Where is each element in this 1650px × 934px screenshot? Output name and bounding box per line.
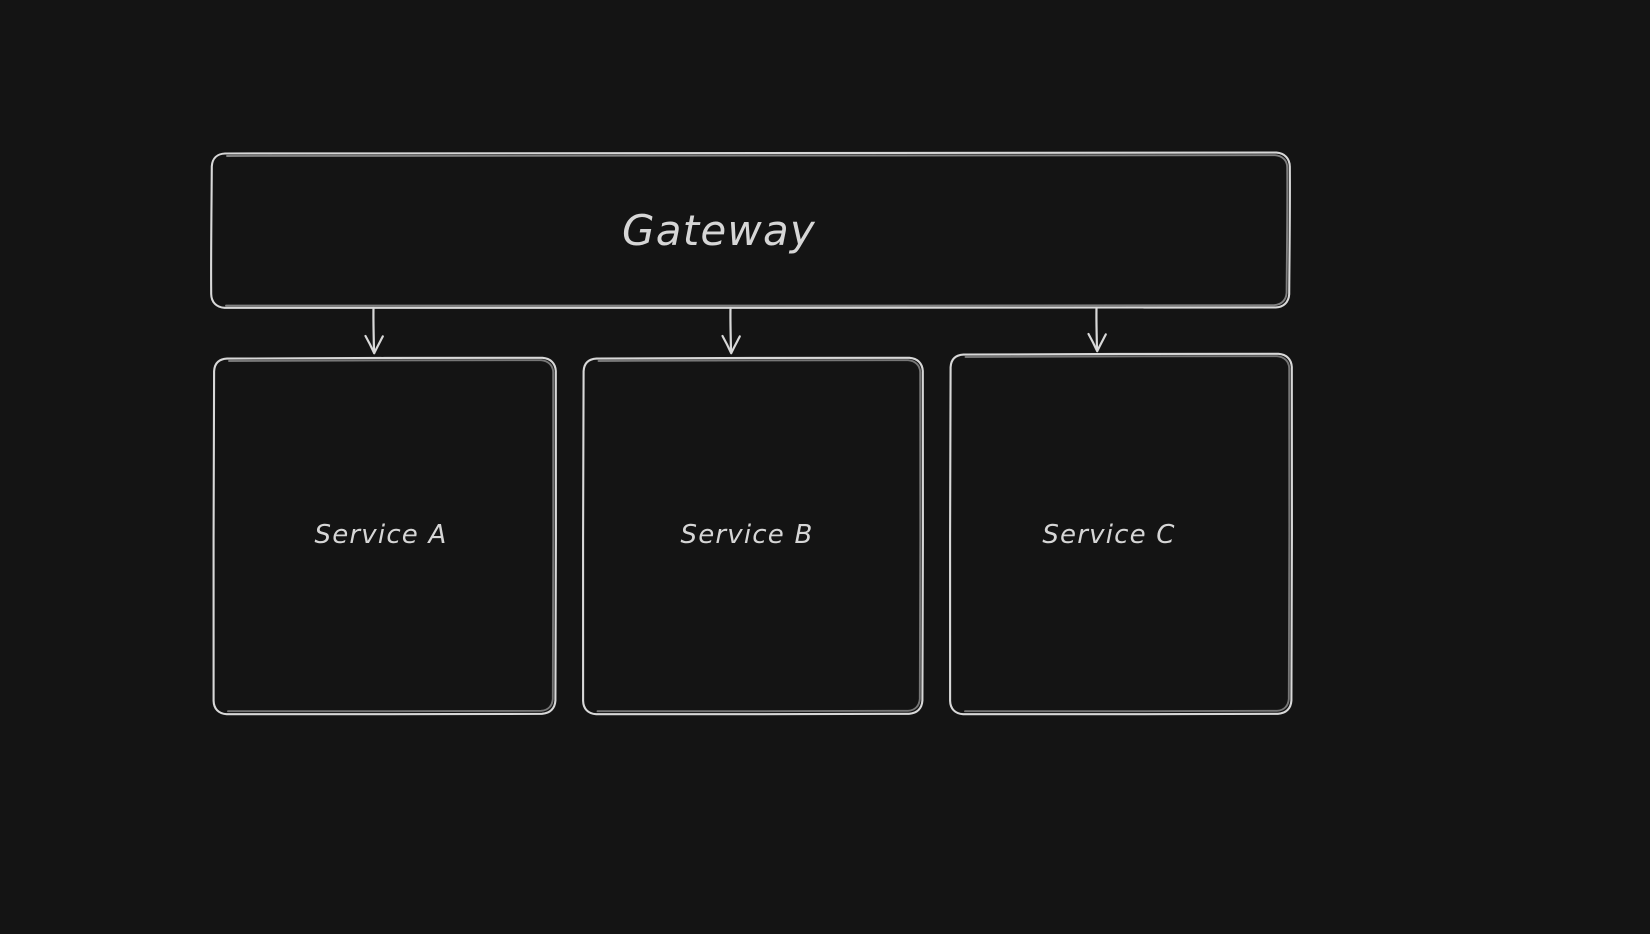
service-b-box-fill bbox=[584, 357, 923, 714]
service-c-box-outline bbox=[948, 352, 1294, 716]
arrow-3-line bbox=[1095, 306, 1099, 352]
arrow-2-head bbox=[721, 334, 741, 355]
edge-gateway-service-b[interactable] bbox=[721, 306, 741, 355]
arrow-3-head bbox=[1087, 332, 1107, 353]
arrow-1-head bbox=[364, 334, 384, 355]
edge-gateway-service-c[interactable] bbox=[1087, 306, 1107, 353]
service-c-box-outline-pass2 bbox=[964, 355, 1291, 713]
gateway-box-outline-pass2 bbox=[225, 154, 1289, 307]
service-b-box-outline-pass2 bbox=[596, 359, 922, 713]
service-a-box-outline bbox=[212, 356, 558, 716]
node-service-c[interactable]: Service C bbox=[948, 352, 1294, 716]
arrow-1-line bbox=[372, 306, 376, 354]
gateway-box-outline bbox=[210, 151, 1291, 309]
node-service-b[interactable]: Service B bbox=[581, 356, 925, 716]
service-c-box-fill bbox=[951, 353, 1292, 714]
service-c-label: Service C bbox=[1042, 520, 1175, 550]
gateway-label: Gateway bbox=[622, 206, 816, 255]
edge-gateway-service-a[interactable] bbox=[364, 306, 384, 355]
service-a-label: Service A bbox=[315, 520, 448, 550]
service-a-box-fill bbox=[214, 357, 556, 714]
node-service-a[interactable]: Service A bbox=[212, 356, 558, 716]
service-b-box-outline bbox=[581, 356, 925, 716]
gateway-box-fill bbox=[211, 152, 1290, 308]
service-a-box-outline-pass2 bbox=[227, 359, 555, 713]
node-gateway[interactable]: Gateway bbox=[210, 151, 1291, 309]
arrow-2-line bbox=[729, 306, 733, 354]
service-b-label: Service B bbox=[681, 520, 814, 550]
